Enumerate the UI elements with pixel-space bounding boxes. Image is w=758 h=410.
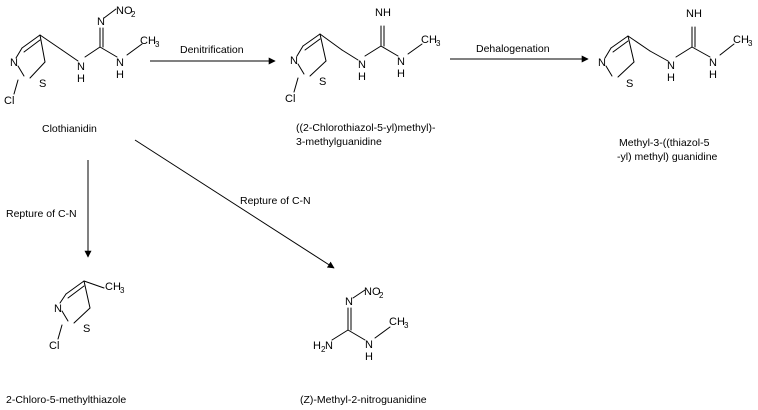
atom-ch: CH	[140, 35, 156, 47]
atom-s: S	[39, 78, 46, 90]
atom-n: N	[709, 57, 717, 69]
atom-sub: 3	[748, 39, 753, 48]
denitrification-label: Denitrification	[180, 44, 244, 56]
atom-n: N	[97, 16, 105, 28]
atom-h: H	[365, 351, 373, 363]
mng-structure: N NO 2 H 2 N N H CH 3	[313, 286, 409, 363]
dehalogenation-label: Dehalogenation	[476, 43, 550, 55]
atom-s: S	[626, 78, 633, 90]
atom-n: N	[397, 56, 405, 68]
atom-n: N	[77, 61, 85, 73]
atom-sub: 2	[321, 345, 326, 354]
atom-cl: Cl	[49, 340, 59, 352]
atom-n: N	[667, 60, 675, 72]
mng-label: (Z)-Methyl-2-nitroguanidine	[300, 394, 427, 406]
repture-diag-arrow	[134, 139, 335, 269]
repture-diag-label: Repture of C-N	[240, 195, 311, 207]
atom-n: N	[116, 57, 124, 69]
cmt-label: 2-Chloro-5-methylthiazole	[6, 394, 126, 406]
atom-no: NO	[116, 5, 133, 17]
mtmg-structure: N S N H NH N H CH 3	[598, 8, 753, 90]
atom-cl: Cl	[4, 95, 14, 107]
atom-no: NO	[364, 286, 381, 298]
atom-nh: NH	[375, 7, 391, 19]
atom-n: N	[358, 59, 366, 71]
clothianidin-structure: N S Cl N H N N H CH 3 NO 2	[4, 5, 160, 107]
atom-h: H	[313, 340, 321, 352]
atom-cl: Cl	[285, 93, 295, 105]
cmt-structure: N S Cl CH 3	[49, 280, 125, 352]
atom-ch: CH	[389, 316, 405, 328]
atom-h: H	[709, 69, 717, 81]
atom-s: S	[319, 76, 326, 88]
atom-sub: 3	[155, 40, 160, 49]
atom-n: N	[290, 55, 298, 67]
mtmg-label-line1: Methyl-3-((thiazol-5	[619, 137, 710, 149]
atom-n: N	[598, 57, 606, 69]
atom-h: H	[77, 73, 85, 85]
atom-n: N	[10, 57, 18, 69]
atom-sub: 3	[436, 39, 441, 48]
mtmg-label-line2: -yl) methyl) guanidine	[617, 151, 718, 163]
atom-n: N	[345, 296, 353, 308]
cctmg-label-line1: ((2-Chlorothiazol-5-yl)methyl)-	[296, 122, 436, 134]
repture-down-label: Repture of C-N	[6, 208, 77, 220]
atom-sub: 3	[404, 321, 409, 330]
atom-sub: 3	[120, 286, 125, 295]
atom-ch: CH	[421, 34, 437, 46]
atom-nh: NH	[686, 8, 702, 20]
atom-h: H	[358, 71, 366, 83]
cctmg-structure: N S Cl N H NH N H CH 3	[285, 7, 441, 105]
atom-h: H	[667, 72, 675, 84]
atom-n: N	[365, 339, 373, 351]
atom-sub: 2	[131, 10, 136, 19]
clothianidin-label: Clothianidin	[42, 123, 97, 135]
atom-ch: CH	[733, 34, 749, 46]
atom-ch: CH	[105, 281, 121, 293]
atom-h: H	[397, 68, 405, 80]
atom-n: N	[54, 303, 62, 315]
atom-n: N	[325, 340, 333, 352]
atom-sub: 2	[379, 291, 384, 300]
atom-s: S	[83, 323, 90, 335]
cctmg-label-line2: 3-methylguanidine	[296, 136, 382, 148]
atom-h: H	[116, 69, 124, 81]
